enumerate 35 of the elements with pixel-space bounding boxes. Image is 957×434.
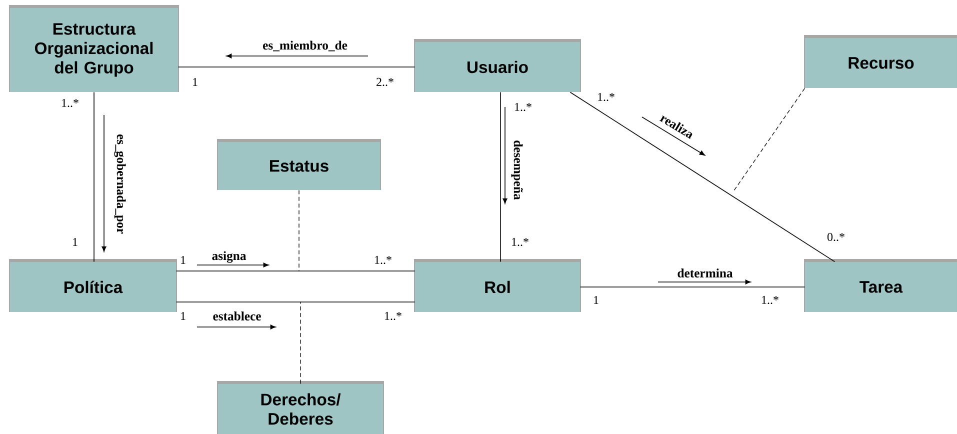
multiplicity-label: 1..* — [598, 92, 614, 102]
class-box: Rol — [414, 258, 581, 312]
association-line — [500, 92, 501, 262]
multiplicity-label: 1 — [73, 238, 78, 246]
edge-label: es_gobernada_por — [114, 134, 126, 234]
class-box: Tarea — [804, 258, 957, 312]
association-class-link — [298, 190, 300, 272]
multiplicity-label: 1..* — [385, 312, 402, 320]
edge-label: es_miembro_de — [263, 40, 348, 52]
multiplicity-label: 1..* — [762, 296, 778, 304]
multiplicity-label: 1 — [594, 296, 598, 304]
association-class-link — [732, 88, 806, 192]
multiplicity-label: 0..* — [827, 232, 844, 242]
multiplicity-label: 1 — [181, 312, 186, 320]
multiplicity-label: 1 — [181, 256, 186, 264]
class-box: Recurso — [804, 35, 957, 88]
association-line — [570, 92, 836, 262]
multiplicity-label: 1 — [193, 78, 198, 86]
association-line — [580, 286, 806, 288]
association-class-link — [300, 301, 301, 384]
edge-label: desempeña — [511, 140, 523, 200]
class-box: Estatus — [217, 139, 381, 190]
multiplicity-label: 2..* — [376, 78, 394, 86]
association-line — [176, 270, 416, 272]
edge-label: asigna — [212, 251, 246, 263]
class-box: Estructura Organizacional del Grupo — [9, 4, 179, 92]
class-box: Política — [9, 258, 177, 312]
edge-label: establece — [213, 312, 261, 320]
multiplicity-label: 1..* — [515, 102, 532, 112]
multiplicity-label: 1..* — [375, 256, 392, 264]
class-box: Derechos/ Deberes — [217, 380, 384, 434]
multiplicity-label: 1..* — [512, 238, 528, 246]
edge-label: determina — [678, 268, 733, 278]
class-box: Usuario — [414, 39, 581, 92]
association-line — [178, 66, 416, 68]
